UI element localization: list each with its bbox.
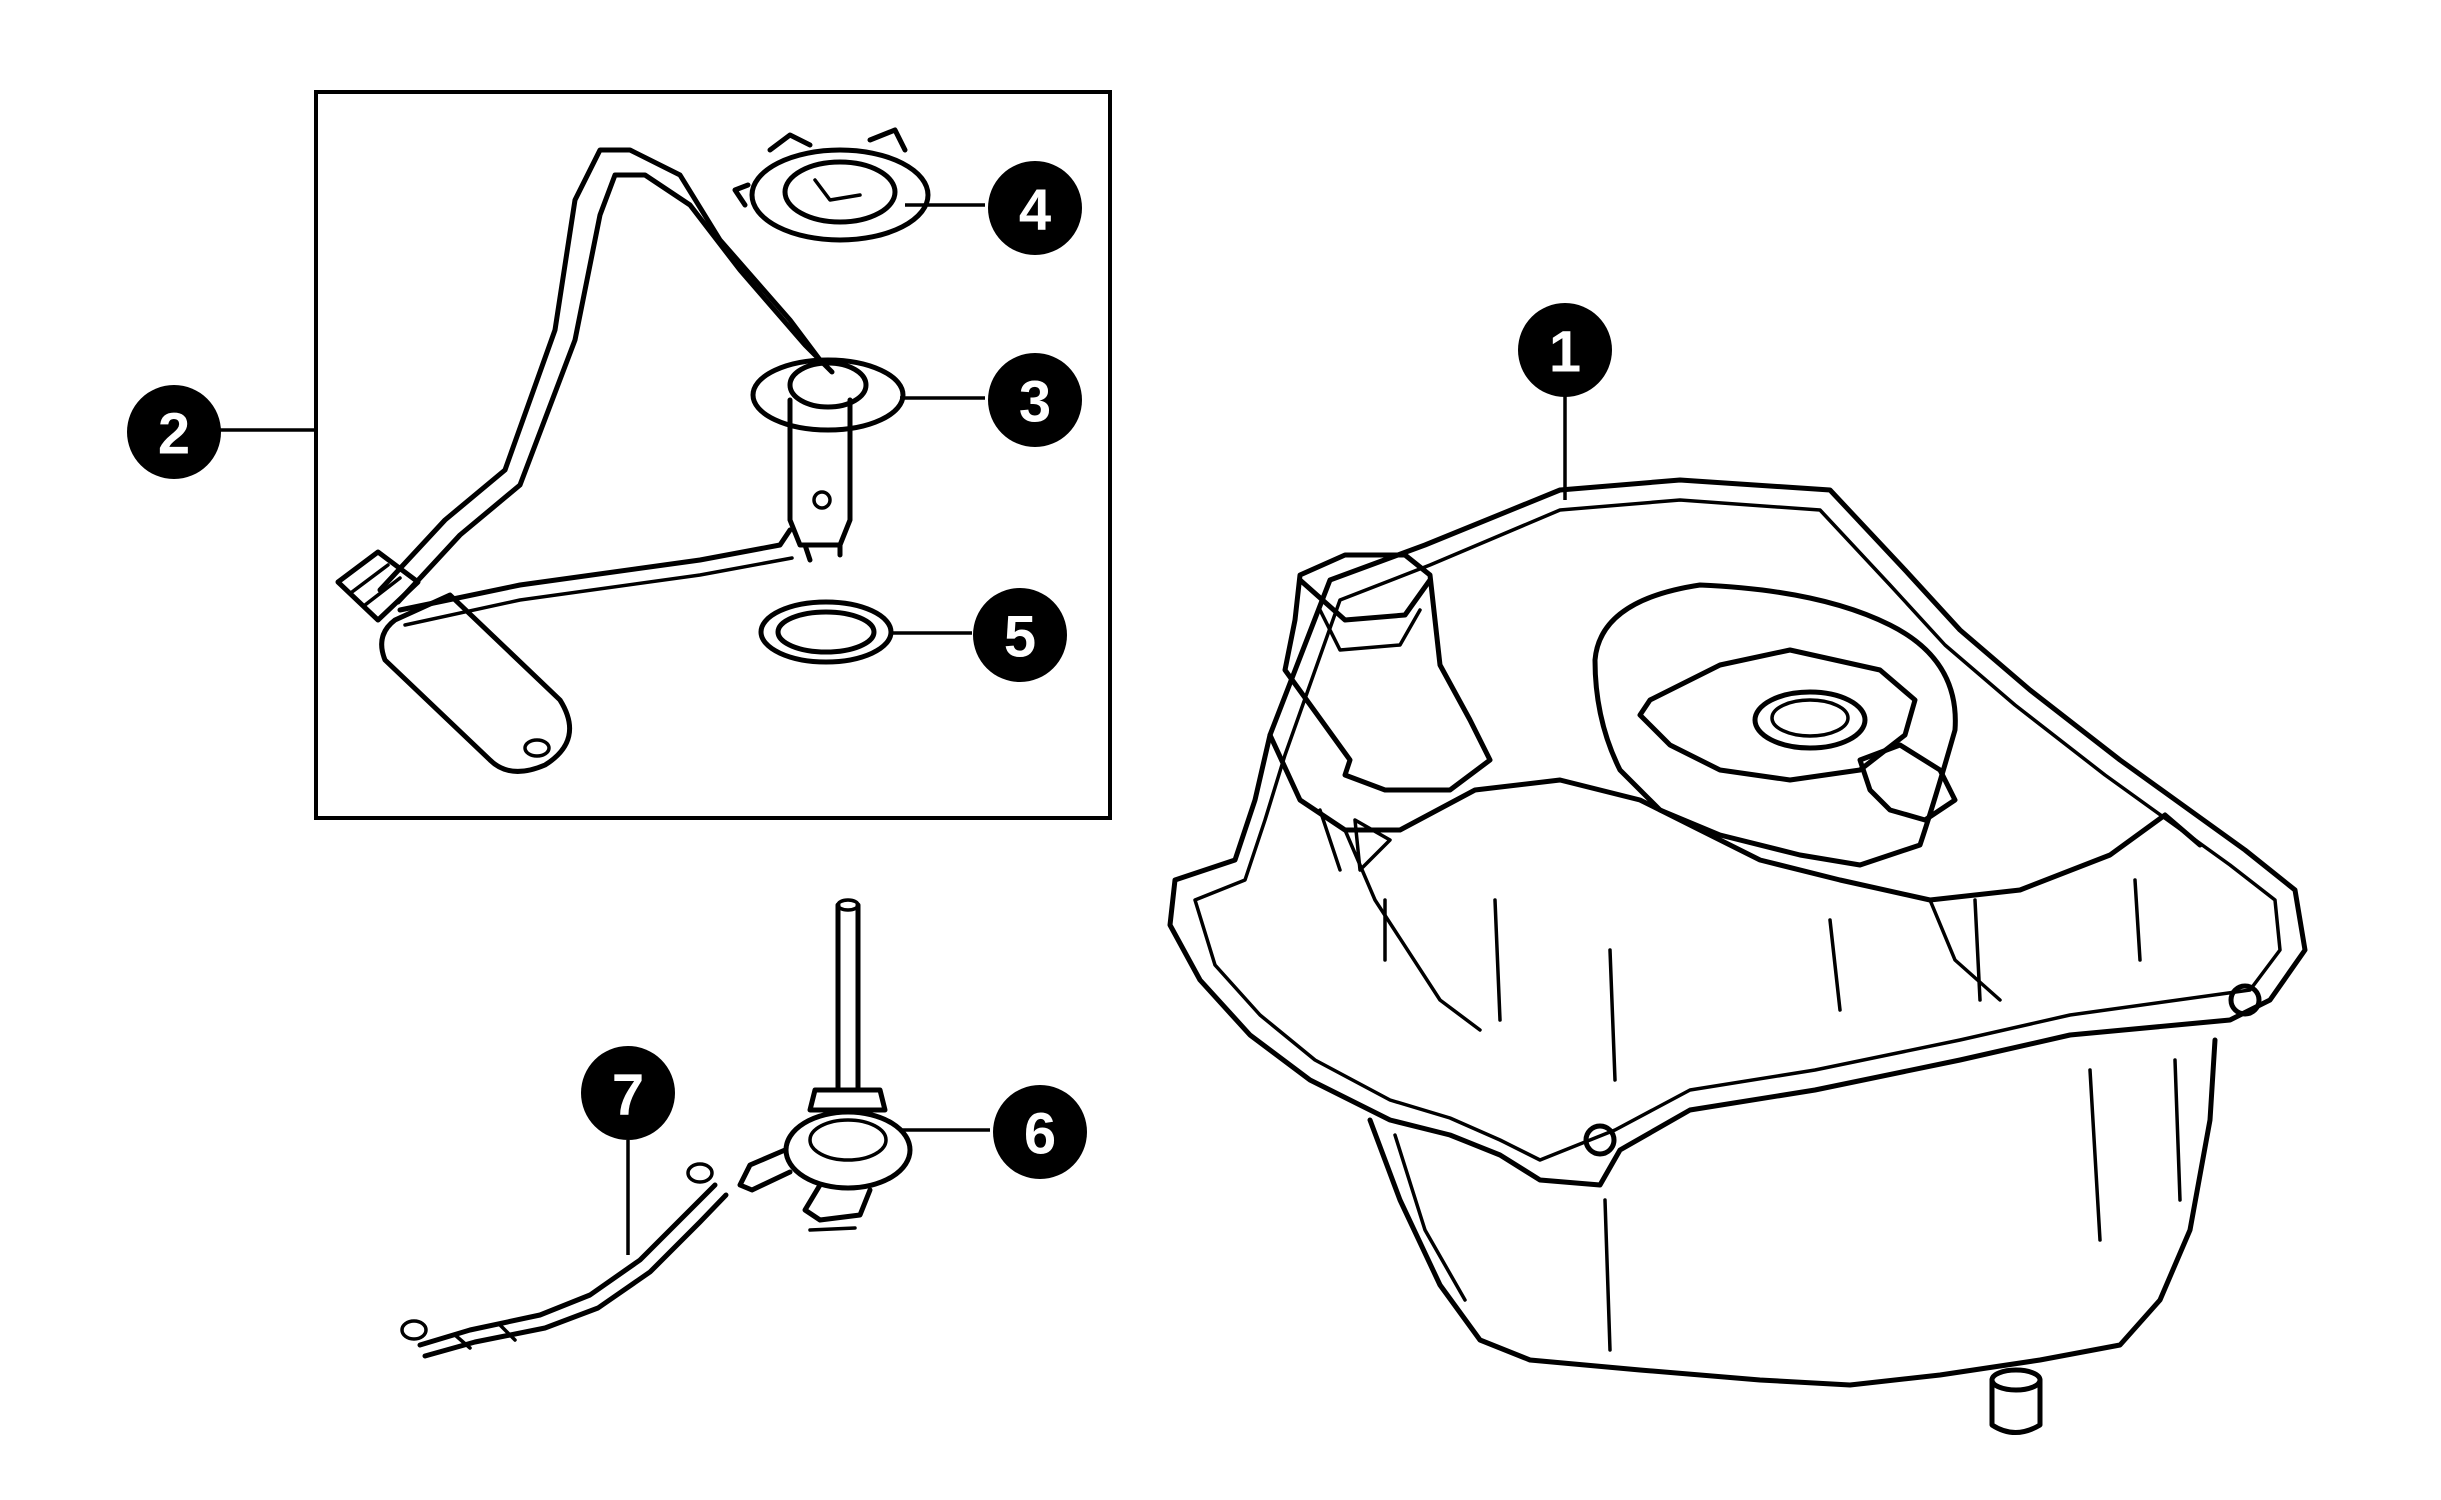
part-7-fuel-hose xyxy=(400,1162,729,1359)
callout-4-label: 4 xyxy=(1019,178,1051,243)
callout-5-label: 5 xyxy=(1004,605,1036,670)
part-2-fuel-level-sender xyxy=(335,147,835,774)
callout-1-label: 1 xyxy=(1549,320,1581,385)
part-6-fuel-valve xyxy=(737,898,913,1232)
part-5-gasket xyxy=(758,599,894,665)
part-3-sender-flange xyxy=(750,357,906,563)
callout-2-label: 2 xyxy=(158,402,190,467)
part-1-fuel-tank xyxy=(1167,477,2308,1435)
callout-7: 7 xyxy=(581,1046,675,1140)
sender-assembly-inset-box xyxy=(314,90,1112,820)
callout-1: 1 xyxy=(1518,303,1612,397)
callout-leader-lines xyxy=(220,203,1567,1255)
callout-3: 3 xyxy=(988,353,1082,447)
part-4-retaining-ring xyxy=(732,127,931,243)
callout-4: 4 xyxy=(988,161,1082,255)
callout-6: 6 xyxy=(993,1085,1087,1179)
callout-6-label: 6 xyxy=(1024,1102,1056,1167)
callout-7-label: 7 xyxy=(612,1063,644,1128)
callout-2: 2 xyxy=(127,385,221,479)
callout-3-label: 3 xyxy=(1019,370,1051,435)
callout-5: 5 xyxy=(973,588,1067,682)
